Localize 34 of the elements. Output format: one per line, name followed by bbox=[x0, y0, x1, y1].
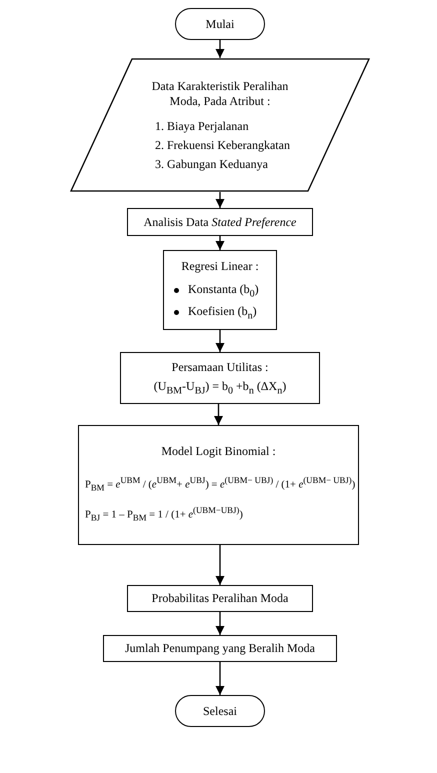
terminator-shape bbox=[175, 8, 265, 40]
node-heading: Persamaan Utilitas : bbox=[172, 360, 268, 375]
process-box bbox=[120, 352, 320, 404]
formula-text: P$_{BJ}$ = 1 – P$_{BM}$ = 1 / (1+ e$^{(UBM−UBJ)}$) bbox=[85, 504, 243, 522]
arrow bbox=[214, 404, 224, 425]
formula-text: P$_{BM}$ = e$^{UBM}$ / (e$^{UBM}$+ e$^{UBJ}$) = e$^{(UBM− UBJ)}$ / (1+ e$^{(UBM− UBJ)}$) bbox=[85, 474, 356, 492]
node-heading: Mulai bbox=[206, 16, 234, 32]
list-item: Koefisien (b$_{n}$) bbox=[188, 304, 257, 321]
list-item: 1. Biaya Perjalanan bbox=[155, 118, 249, 134]
process-box bbox=[78, 425, 359, 545]
node-heading: Probabilitas Peralihan Moda bbox=[152, 591, 288, 606]
list-item: Konstanta (b$_{0}$) bbox=[188, 282, 259, 300]
node-heading: Data Karakteristik Peralihan Moda, Pada Atribut : bbox=[150, 78, 290, 108]
arrow bbox=[215, 545, 225, 585]
node-heading: Analisis Data Stated Preference bbox=[144, 214, 296, 230]
arrow bbox=[215, 330, 225, 352]
arrow bbox=[215, 612, 225, 635]
node-heading: Jumlah Penumpang yang Beralih Moda bbox=[125, 641, 315, 656]
terminator-shape bbox=[175, 695, 265, 727]
process-box bbox=[127, 585, 313, 612]
arrow bbox=[215, 236, 225, 250]
process-box bbox=[127, 208, 313, 236]
process-box bbox=[163, 250, 277, 330]
arrow bbox=[215, 662, 225, 695]
list-item: 2. Frekuensi Keberangkatan bbox=[155, 138, 290, 152]
arrow bbox=[215, 40, 225, 58]
input-parallelogram bbox=[70, 58, 370, 192]
node-heading: Selesai bbox=[203, 704, 237, 718]
node-heading: Model Logit Binomial : bbox=[161, 444, 276, 459]
equation-text: (U$_{BM}$-U$_{BJ}$) = b$_{0}$ +b$_{n}$ (ΔX$_{n}$) bbox=[154, 378, 286, 396]
node-heading: Regresi Linear : bbox=[181, 259, 259, 274]
arrow bbox=[215, 192, 225, 208]
process-box bbox=[103, 635, 337, 662]
list-item: 3. Gabungan Keduanya bbox=[155, 156, 268, 172]
